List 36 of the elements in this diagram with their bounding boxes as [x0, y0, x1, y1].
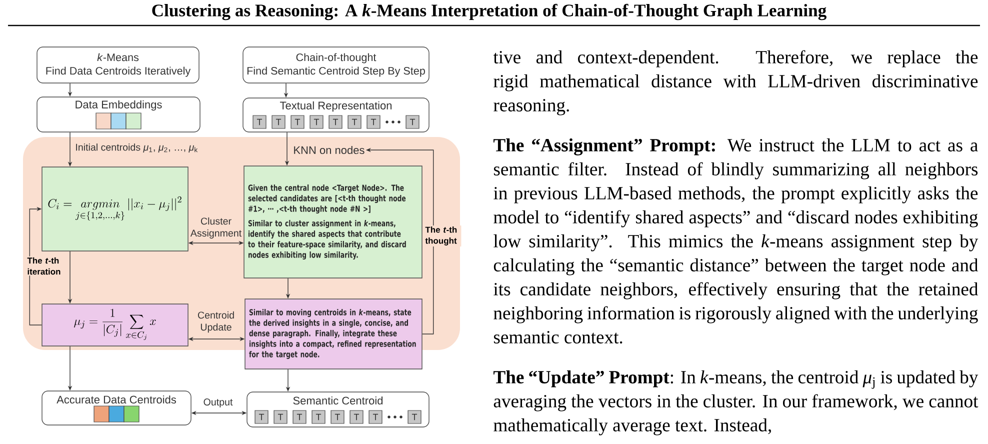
token-tile: T — [366, 115, 380, 129]
formula-box: $C_i = \mathop{argmin}\limits_{j \in \{1, 2, \dots, k\}} ||x_i - \mu_j||^2$ — [42, 166, 188, 252]
token-tile: T — [408, 410, 422, 424]
prompt-box: Similar to moving centroids in k-means, state the derived insights in a single, concise, and dense paragraph. Finally, integrate these insights into a compact, refined representation for the target node. — [244, 298, 422, 370]
token-tile: T — [290, 115, 304, 129]
token-tile: T — [310, 115, 324, 129]
token-tile: T — [330, 410, 344, 424]
edge-label: Cluster Assignment — [190, 217, 242, 239]
title-box: k-Means Find Data Centroids Iteratively — [36, 46, 200, 84]
title-box: Chain-of-thought Find Semantic Centroid Step By Step — [242, 46, 430, 84]
token-tile: T — [292, 410, 306, 424]
edge-label: Initial centroids μ$_{1}$, μ$_{2}$, …, μ$_{k}$ — [76, 144, 198, 152]
paragraph: The “Update” Prompt: In k-means, the centroid μ$_{j}$ is updated by averaging the vectors in the cluster. In our framework, we cannot mathematically average text. Instead, — [494, 370, 978, 436]
formula-box: $\mu_j = \frac{1}{|C_j|} \sum_{x \in C_j} x$ — [42, 304, 188, 346]
loop-arrow — [29, 206, 42, 326]
edge-label: Centroid Update — [198, 311, 234, 333]
edge-label: The t-th iteration — [26, 256, 66, 276]
token-tile: T — [272, 115, 286, 129]
token-tile: T — [406, 115, 420, 129]
token-tile: T — [350, 410, 364, 424]
embedding-box: Data Embeddings — [36, 96, 200, 132]
prompt-box: Given the central node <Target Node>. The selected candidates are [<t-th thought node #1>, ⋯ ,<t-th thought node #N >] Similar to cluster assignment in k-means, identify the shared aspects that contribute to their feature-space similarity, and discard nodes exhibiting low similarity. — [244, 166, 422, 278]
token-tile: T — [252, 115, 266, 129]
step-label: KNN on nodes — [294, 146, 364, 154]
token-tile: T — [312, 410, 326, 424]
paragraph: The “Assignment” Prompt: We instruct the LLM to act as a semantic filter. Instead of blindly summarizing all neighbors in previous LLM-based methods, the prompt explicitly asks the model to “identify shared aspects” and “discard nodes exhibiting low similarity”. This mimics the k-means assignment step by calculating the “semantic distance” between the target node and its candidate neighbors, effectively ensuring that the retained neighboring information is rigorously aligned with the underlying semantic context. — [494, 138, 978, 344]
edge-label: The t-th thought — [424, 226, 462, 246]
centroid-box: Accurate Data Centroids — [42, 390, 192, 426]
page-title: Clustering as Reasoning: A k-Means Interpretation of Chain-of-Thought Graph Learning — [152, 4, 826, 20]
token-tile: T — [348, 115, 362, 129]
token-tile: T — [368, 410, 382, 424]
edge-label: Output — [204, 398, 233, 408]
token-tile: T — [254, 410, 268, 424]
token-tile: T — [274, 410, 288, 424]
paragraph: tive and context-dependent. Therefore, we replace the rigid mathematical distance with LLM-driven discriminative reasoning. — [493, 50, 978, 116]
token-tile: T — [328, 115, 342, 129]
